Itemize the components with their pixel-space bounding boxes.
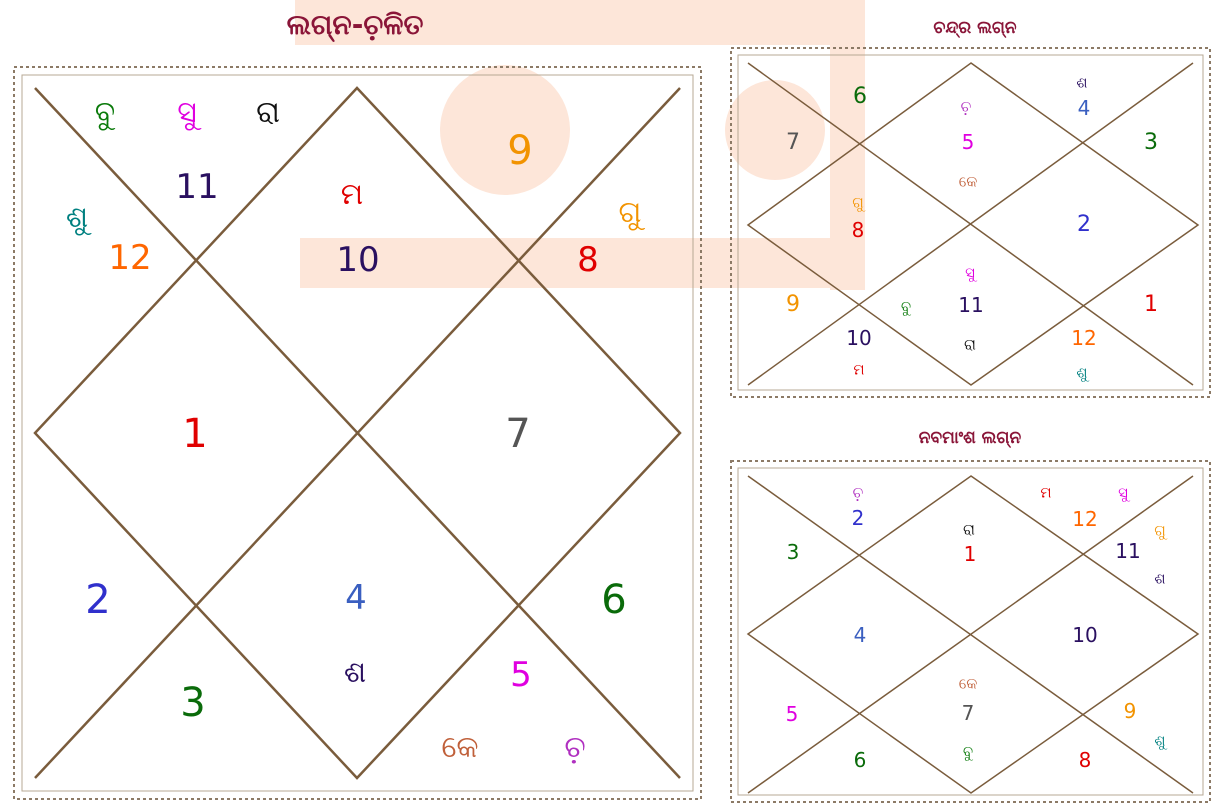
house-number-11: 11 [1115,541,1140,561]
graha-shani: ଶ [1076,76,1087,91]
graha-surya: ସୁ [965,266,975,281]
house-number-6: 6 [854,750,867,770]
house-number-4: 4 [345,581,367,615]
house-number-2: 2 [1077,214,1091,236]
graha-budha: ବୁ [95,98,115,128]
house-number-5: 5 [510,658,532,692]
graha-rahu: ରା [963,523,975,538]
house-number-9: 9 [1124,701,1137,721]
main-chart-title: ଲଗ୍ନ-ଚ଼ଳିତ [280,8,430,42]
graha-budha: ବୁ [963,745,973,760]
graha-mangala: ମ [853,363,864,378]
house-number-3: 3 [1144,132,1158,154]
graha-guru: ଗୁ [1154,524,1166,539]
house-number-10: 10 [1072,625,1097,645]
house-number-1: 1 [182,414,207,454]
house-number-12: 12 [108,241,151,275]
graha-surya: ସୁ [177,98,197,128]
house-number-3: 3 [787,542,800,562]
house-number-11: 11 [958,295,983,315]
lagna-chart-grid [10,63,705,803]
graha-rahu: ରା [964,338,976,353]
graha-shukra: ଶୁ [1076,366,1087,381]
house-number-12: 12 [1071,328,1096,348]
chandra-lagna-chart: 6 ଚ଼ ଶ 4 7 5 3 କେ ଗୁ 8 2 ସୁ 9 ବୁ 11 1 10… [728,45,1213,400]
house-number-11: 11 [175,170,218,204]
graha-shukra: ଶୁ [66,203,88,233]
graha-mangala: ମ [341,180,363,210]
house-number-8: 8 [1079,750,1092,770]
moon-chart-title: ଚନ୍ଦ୍ର ଲଗ୍ନ [930,18,1020,38]
house-number-7: 7 [505,414,530,454]
graha-surya: ସୁ [1118,486,1128,501]
lagna-chart: ବୁ ସୁ ରା 11 ଶୁ 12 ମ 10 9 ଗୁ 8 1 7 2 4 6 … [10,63,705,803]
graha-shani: ଶ [344,658,366,688]
house-number-8: 8 [852,220,865,240]
house-number-6: 6 [853,86,867,108]
house-number-9: 9 [507,131,532,171]
house-number-1: 1 [964,544,977,564]
house-number-7: 7 [786,132,800,154]
house-number-10: 10 [336,243,379,277]
navamsa-lagna-chart: ଚ଼ 2 ମ ସୁ 12 ରା 1 3 ଗୁ 11 ଶ 4 10 କେ 7 5 … [728,458,1213,805]
house-number-3: 3 [180,683,205,723]
house-number-2: 2 [85,580,110,620]
graha-chandra: ଚ଼ [853,486,864,501]
house-number-5: 5 [962,132,975,152]
house-number-12: 12 [1072,509,1097,529]
graha-chandra: ଚ଼ [564,733,585,763]
house-number-10: 10 [846,328,871,348]
house-number-6: 6 [601,580,626,620]
graha-rahu: ରା [256,98,280,128]
house-number-2: 2 [852,508,865,528]
graha-guru: ଗୁ [852,196,864,211]
graha-ketu: କେ [959,175,978,190]
graha-mangala: ମ [1040,486,1051,501]
house-number-8: 8 [577,243,599,277]
house-number-4: 4 [854,625,867,645]
graha-budha: ବୁ [901,300,911,315]
house-number-4: 4 [1078,98,1091,118]
graha-shani: ଶ [1154,572,1165,587]
graha-guru: ଗୁ [618,198,641,228]
graha-ketu: କେ [441,733,478,763]
house-number-9: 9 [786,294,800,316]
navamsa-chart-title: ନବମାଂଶ ଲଗ୍ନ [900,428,1040,448]
house-number-7: 7 [962,703,975,723]
graha-shukra: ଶୁ [1154,734,1165,749]
graha-ketu: କେ [959,677,978,692]
house-number-1: 1 [1144,294,1158,316]
house-number-5: 5 [786,704,799,724]
graha-chandra: ଚ଼ [961,100,972,115]
